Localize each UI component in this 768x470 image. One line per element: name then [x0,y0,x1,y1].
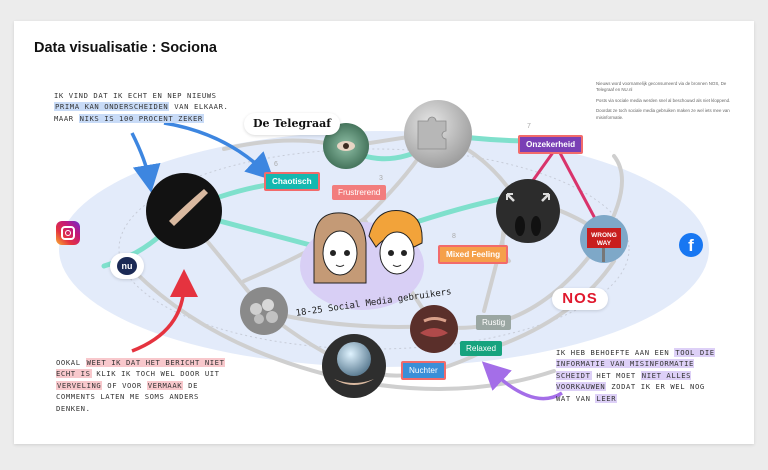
wrong-way-text-1: WRONG [591,232,617,239]
quote-bottom-right: Ik heb behoefte aan een tool die informa… [556,347,716,404]
quote-bl-highlight-2: verveling [56,380,103,390]
tag-number-chaotisch: 6 [274,161,278,168]
nu-logo-badge: nu [117,257,137,275]
crystal-ball-icon [322,334,386,398]
eye-leaf-icon [323,123,369,169]
quote-top-highlight-1: prima kan onderscheiden [54,102,170,112]
facebook-icon: f [679,233,703,257]
nos-logo: NOS [552,288,608,310]
tag-number-mixed: 8 [452,233,456,240]
quote-top-highlight-2: niks is 100 procent zeker [78,113,204,123]
wrong-way-text-2: WAY [597,240,612,247]
tag-number-onzekerheid: 7 [527,123,531,130]
arrow-purple [481,361,563,401]
quote-top-part-3: van elkaar. Maar [54,102,229,123]
puzzle-icon [404,100,472,168]
quote-bl-highlight-3: vermaak [146,380,184,390]
quote-bl-part-7: de comments laten me soms anders denken. [56,380,199,413]
tag-frustrerend[interactable]: Frustrerend [332,185,387,200]
side-note-3: Doordat ze toch sociale media gebruiken … [596,108,730,120]
side-note-2: Posts via sociale media werden snel al b… [596,97,731,103]
telegraaf-logo-text: De Telegraaf [253,117,331,130]
hand-icon [146,173,222,249]
tag-onzekerheid-label: Onzekerheid [526,140,576,149]
tag-frustrerend-label: Frustrerend [338,188,381,197]
quote-br-part-3: het moet [591,370,641,380]
quote-bl-part-3: klik ik toch wel door uit [91,369,220,379]
nos-logo-text: NOS [562,290,598,307]
lips-icon [410,305,458,353]
sheep-icon [240,287,288,335]
tag-nuchter-label: Nuchter [409,366,438,375]
side-note-1: Nieuws word voornamelijk geconsumeerd vi… [596,81,727,93]
page-title: Data visualisatie : Sociona [34,40,217,56]
arrow-blue-2 [163,121,275,181]
quote-br-part-5: zodat ik er wel nog wat van [556,382,705,403]
dotted-orbit [118,148,630,350]
quote-bl-part-5: of voor [102,380,147,390]
arrow-red [131,269,198,353]
nu-logo: nu [110,253,144,279]
side-notes: Nieuws word voornamelijk geconsumeerd vi… [596,81,731,125]
tag-rustig[interactable]: Rustig [476,315,512,330]
quote-bottom-left: Ookal weet ik dat het bericht niet echt … [56,357,236,414]
telegraaf-logo: De Telegraaf [244,113,340,135]
arrow-blue-1 [130,132,161,193]
quote-top: Ik vind dat ik echt en nep nieuws prima … [54,90,232,124]
boots-arrows-icon [496,179,560,243]
tag-chaotisch-label: Chaotisch [272,177,312,186]
quote-br-part-1: Ik heb behoefte aan een [556,348,675,357]
tag-nuchter[interactable]: Nuchter [401,361,446,380]
tag-relaxed[interactable]: Relaxed [460,341,503,356]
tag-number-frustrerend: 3 [379,175,383,182]
tag-mixed-feeling-label: Mixed Feeling [446,250,501,259]
quote-top-part-1: Ik vind dat ik echt en nep nieuws [54,91,217,100]
tag-mixed-feeling[interactable]: Mixed Feeling [438,245,509,264]
tag-onzekerheid[interactable]: Onzekerheid [518,135,584,154]
instagram-icon [56,221,80,245]
nu-logo-text: nu [121,261,133,271]
tag-chaotisch[interactable]: Chaotisch [264,172,320,191]
canvas-board: Data visualisatie : Sociona Nieuws word … [14,21,754,444]
wrong-way-sign: WRONG WAY [580,215,628,263]
tag-relaxed-label: Relaxed [466,344,497,353]
tag-rustig-label: Rustig [482,318,506,327]
quote-br-highlight-3: leer [595,393,618,403]
quote-bl-part-1: Ookal [56,358,86,367]
